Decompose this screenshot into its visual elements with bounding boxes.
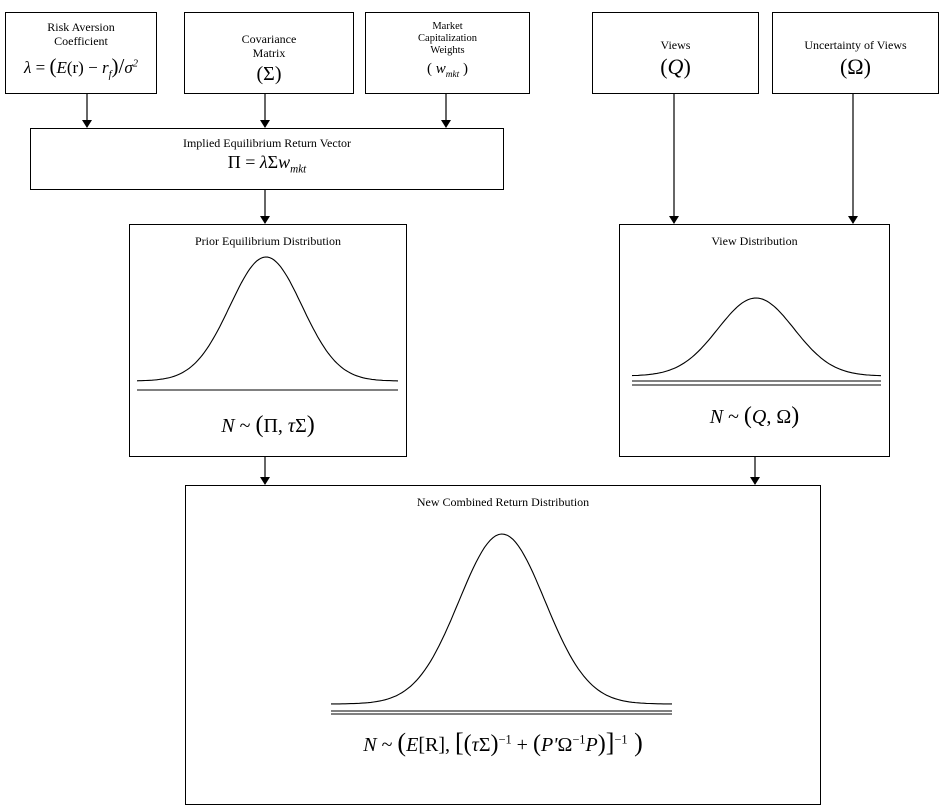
- views-box: Views (Q): [592, 12, 759, 94]
- implied-equilibrium-formula: Π = λΣwmkt: [227, 152, 307, 176]
- uncertainty-label: Uncertainty of Views: [804, 38, 907, 52]
- implied-equilibrium-title: Implied Equilibrium Return Vector: [182, 136, 352, 150]
- view-distribution-title: View Distribution: [711, 234, 798, 248]
- market-cap-label-2: Capitalization: [418, 33, 477, 44]
- covariance-symbol: (Σ): [256, 63, 282, 85]
- uncertainty-box: Uncertainty of Views (Ω): [772, 12, 939, 94]
- market-cap-label-3: Weights: [430, 45, 465, 56]
- prior-distribution-box: Prior Equilibrium Distribution N ~ (Π, τ…: [129, 224, 407, 457]
- risk-aversion-label: Risk Aversion: [47, 20, 115, 34]
- risk-aversion-box: Risk Aversion Coefficient λ = (E(r) − rf…: [5, 12, 157, 94]
- covariance-box: Covariance Matrix (Σ): [184, 12, 354, 94]
- market-cap-box: Market Capitalization Weights ( wmkt ): [365, 12, 530, 94]
- view-distribution-box: View Distribution N ~ (Q, Ω): [619, 224, 890, 457]
- covariance-label-2: Matrix: [252, 46, 286, 60]
- prior-distribution-title: Prior Equilibrium Distribution: [195, 234, 341, 248]
- uncertainty-symbol: (Ω): [839, 54, 871, 79]
- prior-distribution-formula: N ~ (Π, τΣ): [221, 412, 315, 438]
- market-cap-formula: ( wmkt ): [427, 61, 468, 80]
- market-cap-label: Market: [432, 21, 463, 32]
- implied-equilibrium-box: Implied Equilibrium Return Vector Π = λΣ…: [30, 128, 504, 190]
- views-label: Views: [660, 38, 691, 52]
- risk-aversion-label-2: Coefficient: [54, 34, 108, 48]
- view-distribution-formula: N ~ (Q, Ω): [709, 403, 800, 429]
- combined-distribution-formula: N ~ (E[R], [(τΣ)−1 + (P'Ω−1P)]−1 ): [363, 728, 643, 757]
- views-symbol: (Q): [660, 54, 691, 79]
- combined-distribution-box: New Combined Return Distribution N ~ (E[…: [185, 485, 821, 805]
- covariance-label: Covariance: [241, 32, 297, 46]
- combined-distribution-title: New Combined Return Distribution: [416, 495, 590, 509]
- risk-aversion-formula: λ = (E(r) − rf)/σ2: [24, 54, 138, 81]
